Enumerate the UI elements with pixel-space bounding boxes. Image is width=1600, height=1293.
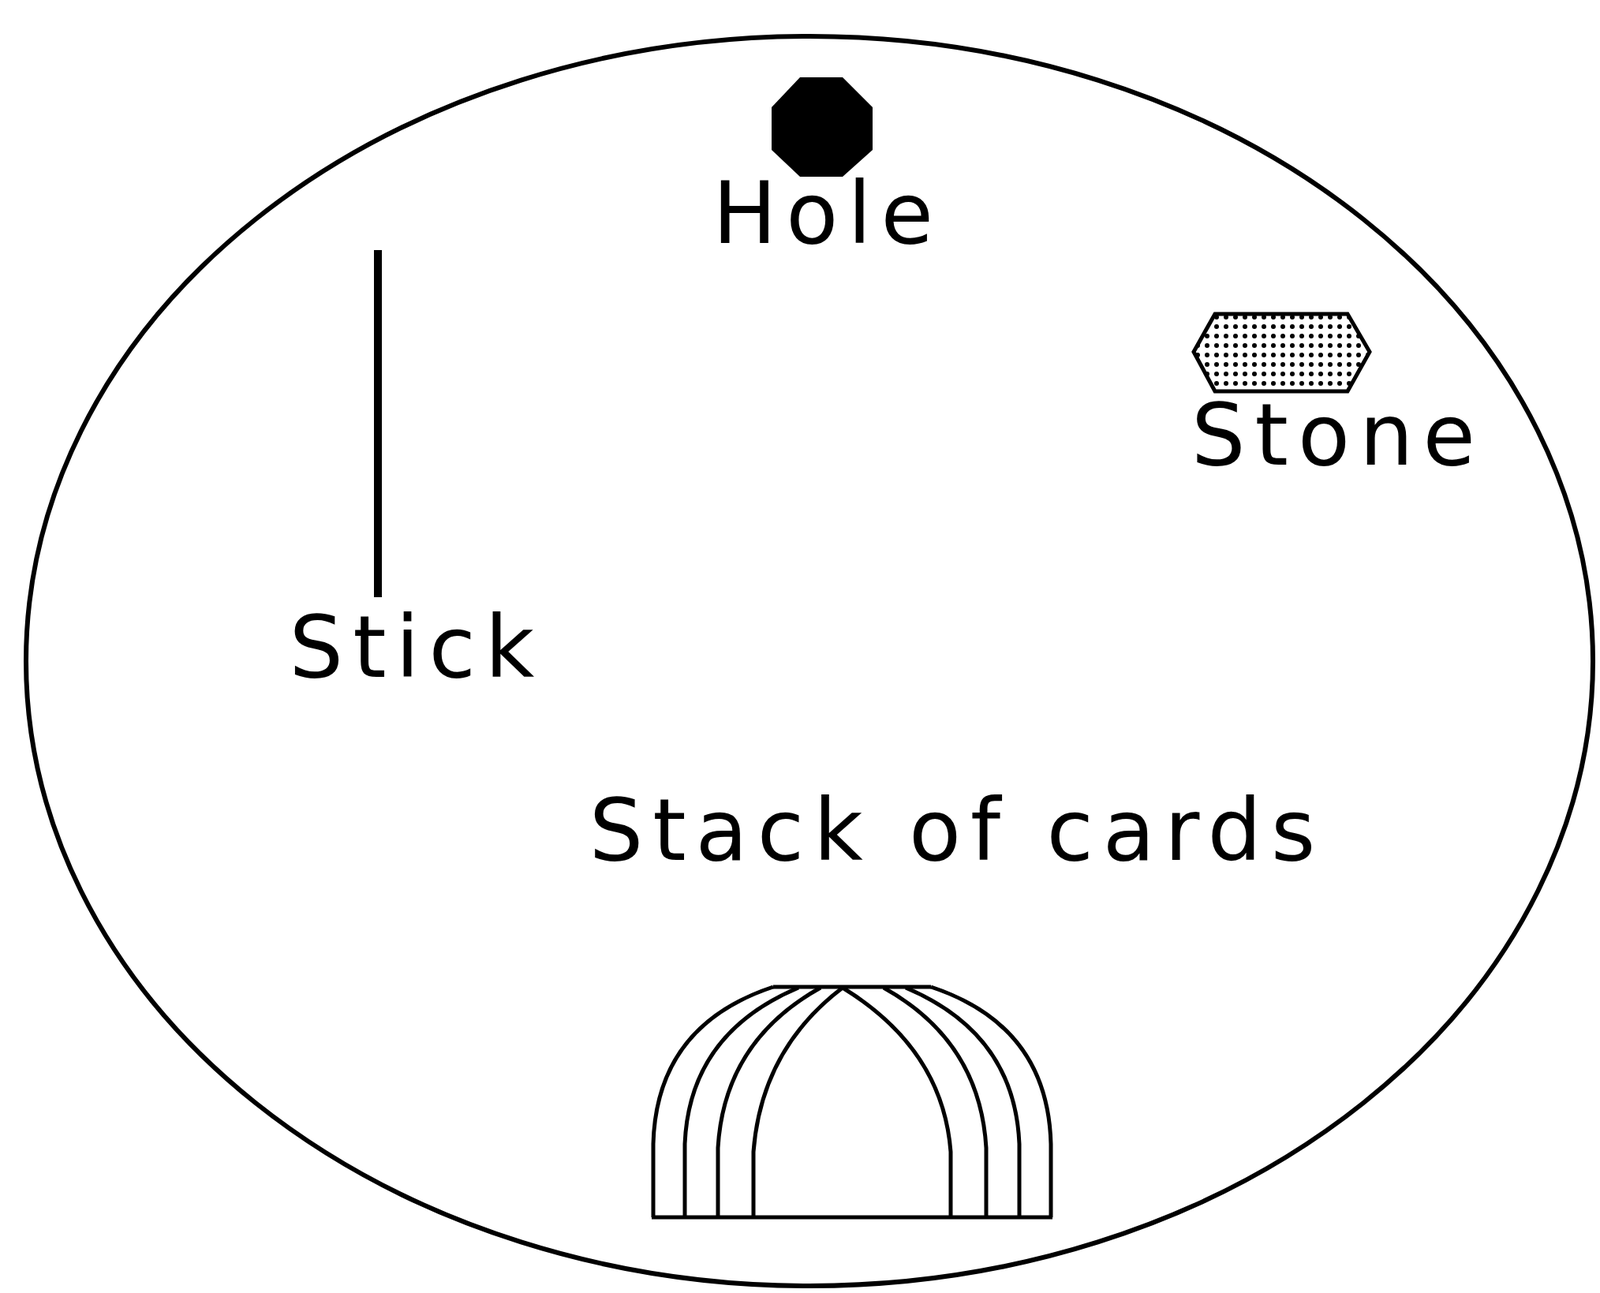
ground-outline [26,36,1593,1286]
card-stack-symbol [651,986,1053,1218]
stick-symbol [373,250,382,598]
hole-label: Hole [712,171,943,257]
cards-label: Stack of cards [589,788,1326,874]
stone-label: Stone [1191,392,1485,479]
hole-symbol [771,77,873,177]
stick-label: Stick [289,605,545,691]
stone-symbol [1193,314,1370,392]
